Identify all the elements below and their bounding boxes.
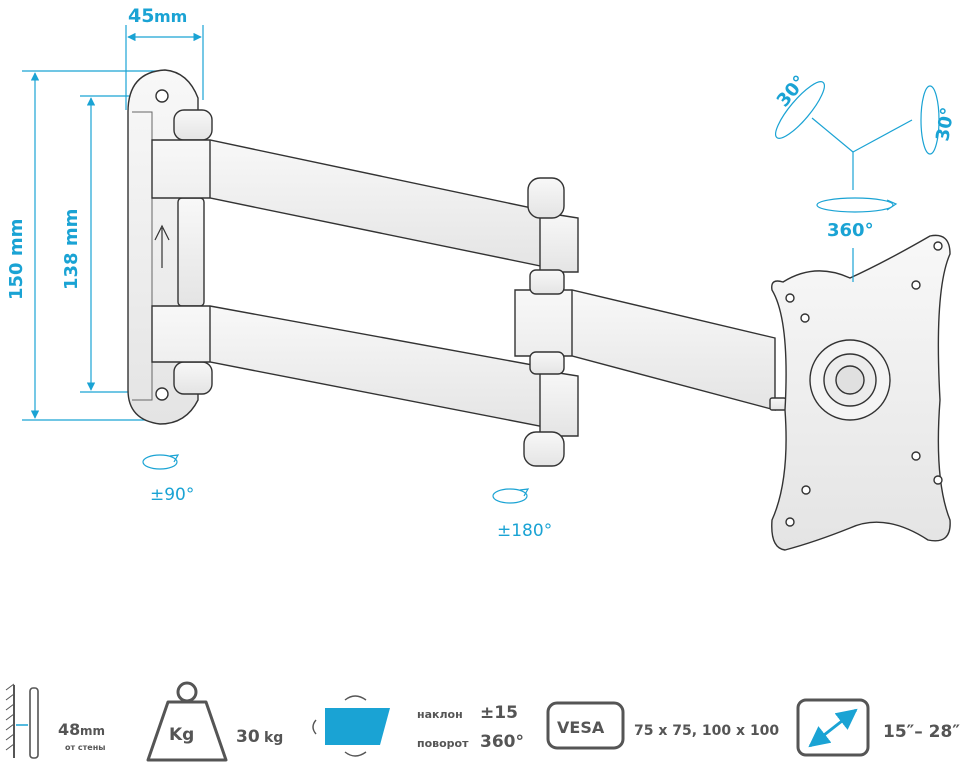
outer-height-label: 150 mm bbox=[6, 219, 27, 300]
load-unit: kg bbox=[264, 730, 283, 746]
depth-unit: mm bbox=[154, 7, 187, 26]
spec-wall-distance: 48 mm от стены bbox=[5, 683, 105, 759]
depth-value: 45 bbox=[128, 5, 154, 27]
spec-motion: наклон ±15 поворот 360° bbox=[312, 695, 524, 757]
load-value: 30 bbox=[236, 727, 260, 747]
tilt-right-label: 30° bbox=[932, 106, 959, 143]
vesa-value: 75 x 75, 100 x 100 bbox=[634, 723, 779, 739]
weight-label: Kg bbox=[169, 725, 194, 745]
weight-icon: Kg bbox=[146, 681, 228, 762]
rotation-arm-swivel: ±180° bbox=[492, 488, 552, 541]
arm-swivel-label: ±180° bbox=[497, 521, 552, 541]
tilt-left-label: 30° bbox=[773, 72, 811, 112]
head-rotate-label: 360° bbox=[827, 220, 874, 241]
tilt-caption: наклон bbox=[417, 708, 463, 721]
spec-screen-size: 15″– 28″ bbox=[796, 698, 960, 757]
rotate-caption: поворот bbox=[417, 737, 469, 750]
wall-distance-icon bbox=[5, 683, 39, 759]
vesa-label: VESA bbox=[557, 718, 605, 737]
rotation-axes: 360° 30° 30° bbox=[773, 72, 959, 282]
dimension-depth: 45 mm bbox=[125, 5, 204, 110]
dimension-outer-height: 150 mm bbox=[6, 70, 165, 421]
rotate-value: 360° bbox=[480, 732, 524, 752]
diagonal-icon bbox=[796, 698, 870, 757]
wall-distance-value: 48 bbox=[58, 720, 80, 739]
spec-vesa: VESA 75 x 75, 100 x 100 bbox=[546, 701, 779, 750]
tilt-value: ±15 bbox=[480, 703, 518, 723]
wall-distance-caption: от стены bbox=[65, 743, 105, 752]
rotation-wall-swivel: ±90° bbox=[142, 454, 194, 505]
screen-size-value: 15″– 28″ bbox=[883, 722, 960, 742]
bracket-line-art bbox=[127, 69, 951, 551]
spec-load: Kg 30 kg bbox=[146, 681, 283, 762]
vesa-icon: VESA bbox=[546, 701, 625, 750]
wall-distance-unit: mm bbox=[80, 724, 105, 738]
inner-height-label: 138 mm bbox=[61, 209, 82, 290]
wall-swivel-label: ±90° bbox=[150, 485, 194, 505]
screen-motion-icon bbox=[312, 695, 390, 757]
